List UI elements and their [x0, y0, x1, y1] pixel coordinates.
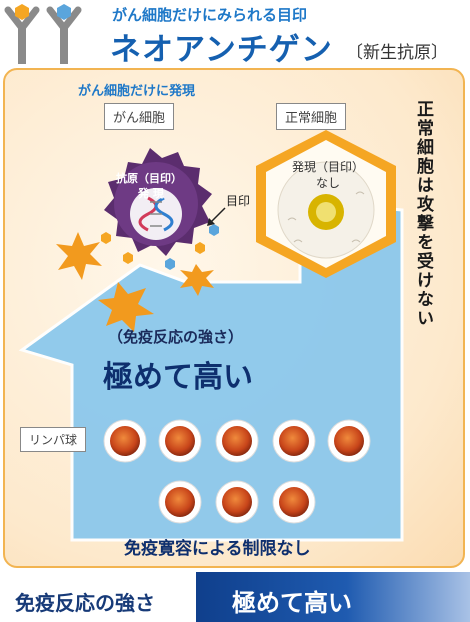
arrow-main-title: 極めて高い — [103, 360, 253, 395]
starburst-icon — [180, 264, 214, 296]
normal-cell — [256, 130, 396, 278]
antibody-icon — [4, 4, 40, 64]
header-subtitle: がん細胞だけにみられる目印 — [112, 6, 308, 24]
lymphocyte-icon — [158, 480, 202, 524]
lymphocyte-icon — [327, 419, 371, 463]
caption-cancer-only: がん細胞だけに発現 — [78, 84, 196, 99]
normal-expr-1: 発現（目印） — [292, 160, 365, 174]
header-title: ネオアンチゲン — [110, 32, 333, 68]
starburst-icon — [56, 232, 102, 280]
dna-icon — [138, 196, 174, 232]
label-normal-cell: 正常細胞 — [276, 103, 347, 130]
antigen-label-1: 抗原（目印） — [116, 172, 182, 185]
footer-label: 免疫反応の強さ — [15, 591, 155, 615]
footer-value: 極めて高い — [232, 589, 352, 617]
normal-expr-2: なし — [316, 176, 341, 190]
footer-value-area — [196, 572, 470, 622]
not-attacked-note: 正常細胞は攻撃を受けない — [413, 100, 433, 328]
header-paren: 〔新生抗原〕 — [346, 43, 448, 63]
marker-label: 目印 — [226, 194, 251, 208]
label-lymphocyte: リンパ球 — [20, 427, 87, 452]
lymphocyte-icon — [215, 419, 259, 463]
starburst-icon — [98, 282, 154, 332]
antibody-icon — [46, 4, 82, 64]
lymphocyte-icon — [215, 480, 259, 524]
lymphocyte-icon — [272, 480, 316, 524]
antibody-icons — [4, 4, 82, 64]
arrow-subtitle: （免疫反応の強さ） — [108, 328, 244, 346]
bottom-note: 免疫寛容による制限なし — [124, 539, 311, 559]
lymphocyte-icon — [103, 419, 147, 463]
marker-pointer — [207, 207, 226, 226]
lymphocyte-icon — [158, 419, 202, 463]
cancer-cell — [101, 148, 219, 270]
label-cancer-cell: がん細胞 — [104, 103, 175, 130]
antigen-label-2: 発 現 — [138, 187, 164, 200]
footer-label-area — [0, 572, 210, 622]
lymphocyte-icon — [272, 419, 316, 463]
